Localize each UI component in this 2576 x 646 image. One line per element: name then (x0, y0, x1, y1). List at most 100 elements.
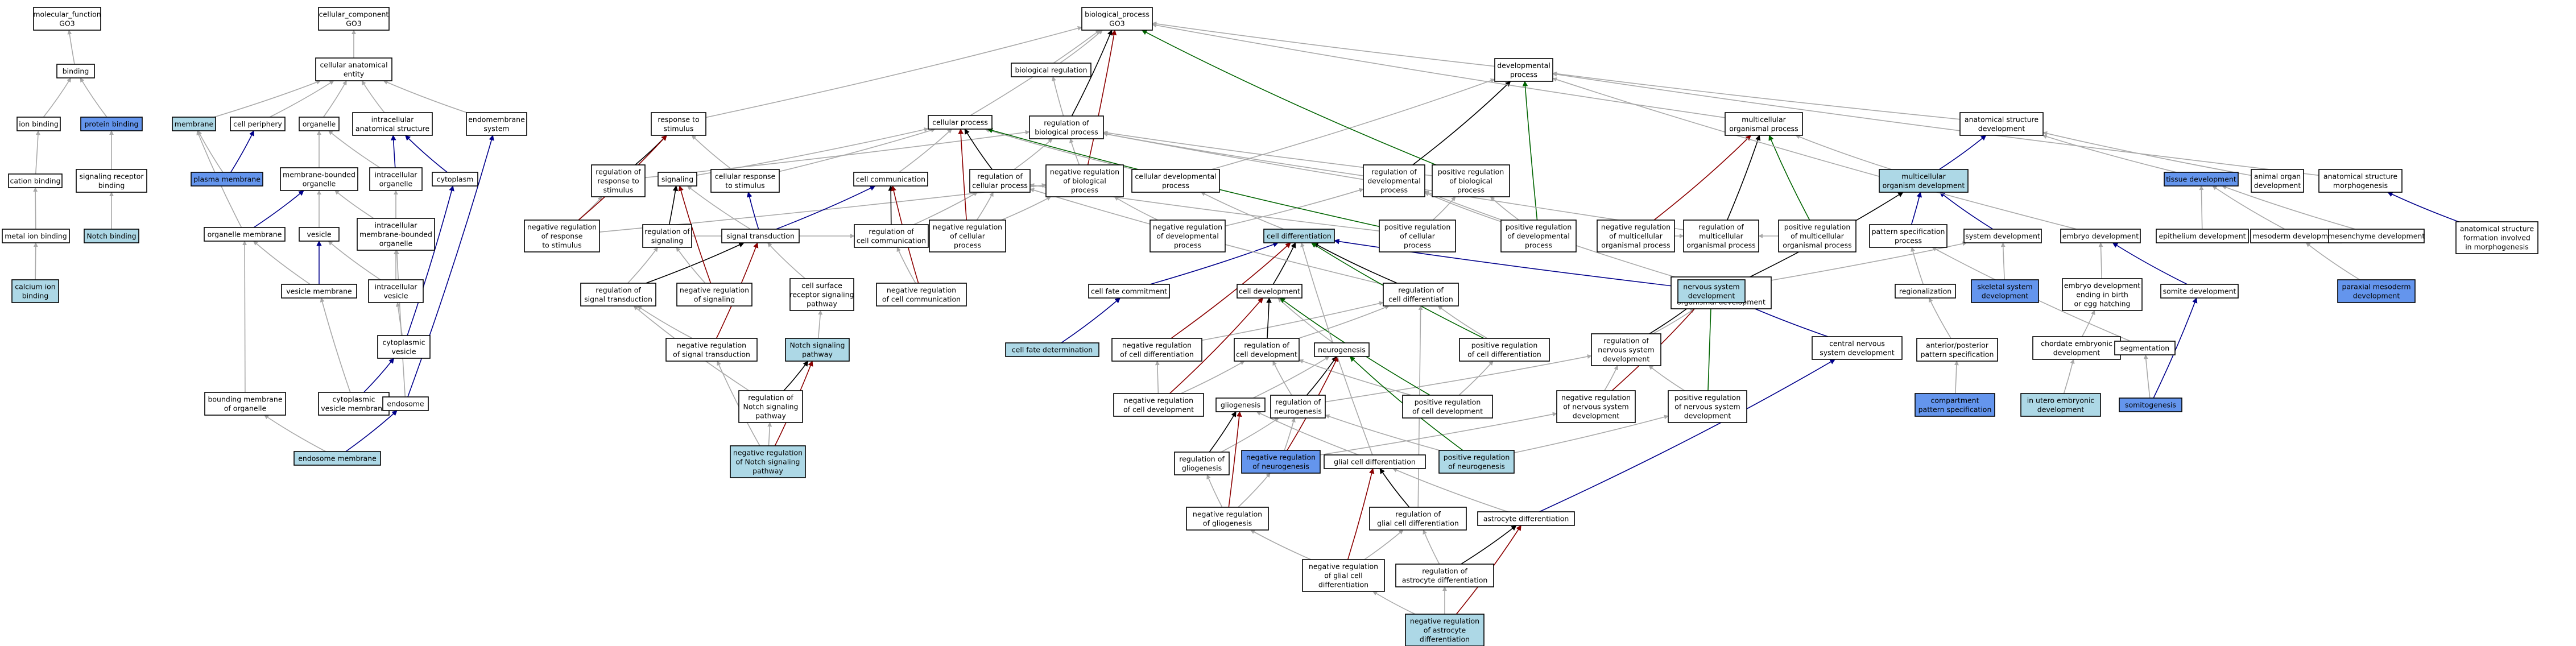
term-node-cellfate[interactable]: cell fate commitment (1088, 284, 1170, 299)
term-node-mesendev[interactable]: mesenchyme development (2328, 229, 2425, 243)
term-node-notchbind[interactable]: Notch binding (84, 229, 139, 243)
term-node-sysdev[interactable]: system development (1963, 229, 2042, 243)
term-node-membrane[interactable]: membrane (172, 117, 216, 131)
term-node-biolreg[interactable]: biological regulation (1011, 63, 1091, 77)
term-node-tissuedev[interactable]: tissue development (2164, 172, 2239, 187)
term-node-plasmamem[interactable]: plasma membrane (191, 172, 263, 187)
term-node-signaling[interactable]: signaling (658, 172, 697, 187)
term-node-segmentation[interactable]: segmentation (2114, 341, 2176, 355)
term-node-cellperiph[interactable]: cell periphery (230, 117, 286, 131)
term-node-celldev[interactable]: cell development (1237, 284, 1303, 299)
term-node-cationbind[interactable]: cation binding (8, 173, 63, 188)
term-node-neurogenesis[interactable]: neurogenesis (1314, 342, 1370, 357)
term-node-regionalization[interactable]: regionalization (1895, 284, 1956, 299)
term-node-astrodiff[interactable]: astrocyte differentiation (1477, 511, 1575, 526)
term-node-gliogenesis[interactable]: gliogenesis (1215, 397, 1266, 412)
term-node-binding[interactable]: binding (56, 64, 95, 78)
term-node-metalbind[interactable]: metal ion binding (2, 229, 70, 243)
term-node-somitedev[interactable]: somite development (2160, 284, 2239, 299)
term-node-embdev[interactable]: embryo development (2060, 229, 2141, 243)
term-node-glialdiff[interactable]: glial cell differentiation (1324, 454, 1426, 469)
term-node-sigtrans[interactable]: signal transduction (721, 229, 800, 243)
term-node-endomem[interactable]: endosome membrane (293, 451, 381, 466)
term-node-organelle[interactable]: organelle (299, 117, 340, 131)
term-node-celldiff[interactable]: cell differentiation (1263, 229, 1335, 243)
term-node-somitogenesis[interactable]: somitogenesis (2119, 397, 2182, 412)
term-node-ionbind[interactable]: ion binding (16, 117, 61, 131)
term-node-orgmem[interactable]: organelle membrane (204, 227, 286, 242)
term-node-vesmem[interactable]: vesicle membrane (281, 284, 357, 299)
term-node-cellcomm[interactable]: cell communication (853, 172, 928, 187)
term-node-protbind[interactable]: protein binding (80, 117, 143, 131)
term-node-cytoplasm[interactable]: cytoplasm (432, 172, 478, 187)
term-node-epidev[interactable]: epithelium development (2156, 229, 2249, 243)
